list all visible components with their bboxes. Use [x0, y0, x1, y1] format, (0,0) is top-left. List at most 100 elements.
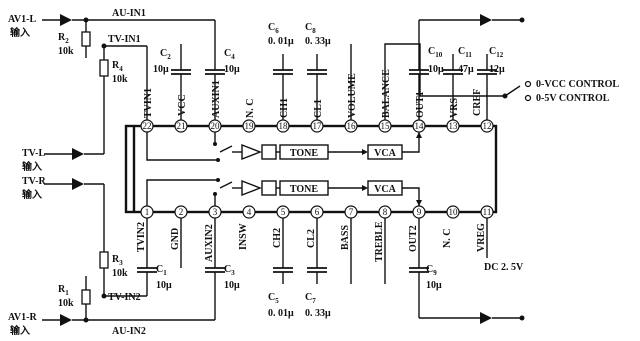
- av1-l-arrow: [60, 14, 72, 26]
- pin-21: [174, 119, 188, 133]
- buffer-2: [241, 179, 262, 197]
- tv-r-label: TV-R: [22, 176, 46, 187]
- vcc-control-label: 0-VCC CONTROL: [536, 79, 619, 90]
- tv-l-input-word: 输入: [22, 160, 42, 173]
- pin-6: [310, 205, 324, 219]
- pin-13: [446, 119, 460, 133]
- pin-4: [242, 205, 256, 219]
- c7-value: 0. 33μ: [305, 308, 331, 319]
- c8-value: 0. 33μ: [305, 36, 331, 47]
- dc-supply-label: DC 2. 5V: [484, 262, 524, 273]
- pin-num-12: 12: [483, 121, 492, 131]
- pin-num-1: 1: [145, 207, 150, 217]
- pin-17: [310, 119, 324, 133]
- pin-12: [480, 119, 494, 133]
- pin-label-ch1: CH1: [279, 98, 290, 118]
- pin-num-16: 16: [347, 121, 357, 131]
- pin-10: [446, 205, 460, 219]
- r4-value: 10k: [112, 74, 128, 85]
- pin-5: [276, 205, 290, 219]
- pin-label-ch2: CH2: [272, 228, 283, 248]
- tone-label-1: TONE: [290, 148, 318, 159]
- pin-label-tvin2: TVIN2: [136, 222, 147, 252]
- out2-arrow: [480, 312, 492, 324]
- pin-15: [378, 119, 392, 133]
- c11-name: C11: [458, 46, 472, 59]
- pin-label-vrs: VRS: [449, 98, 460, 118]
- pin-num-8: 8: [383, 207, 388, 217]
- pin-num-20: 20: [211, 121, 221, 131]
- pin-num-13: 13: [449, 121, 459, 131]
- pin-num-17: 17: [313, 121, 323, 131]
- pin-label-balance: BALANCE: [381, 69, 392, 118]
- resistor-r3: [99, 251, 109, 269]
- c10-name: C10: [428, 46, 443, 59]
- r2-value: 10k: [58, 46, 74, 57]
- tone-label-2: TONE: [290, 184, 318, 195]
- c10-value: 10μ: [428, 64, 444, 75]
- pin-19: [242, 119, 256, 133]
- c9-value: 10μ: [426, 280, 442, 291]
- c7-name: C7: [305, 292, 316, 305]
- c12-value: 12μ: [489, 64, 505, 75]
- pin-label-treble: TREBLE: [374, 221, 385, 262]
- tv-r-input-word: 输入: [22, 188, 42, 201]
- pin-num-19: 19: [245, 121, 255, 131]
- pin-num-22: 22: [143, 121, 152, 131]
- pin-label-tvin1: TVIN1: [143, 88, 154, 118]
- pin-num-10: 10: [449, 207, 459, 217]
- av1-r-arrow: [60, 314, 72, 326]
- pin-7: [344, 205, 358, 219]
- pin-label-cl1: CL1: [313, 99, 324, 118]
- av1-l-label: AV1-L: [8, 14, 36, 25]
- c3-value: 10μ: [224, 280, 240, 291]
- resistor-r2: [81, 31, 91, 47]
- pin-num-2: 2: [179, 207, 184, 217]
- pin-8: [378, 205, 392, 219]
- pin-num-6: 6: [315, 207, 320, 217]
- c6-name: C6: [268, 22, 279, 35]
- av1-l-input-word: 输入: [10, 26, 30, 39]
- pin-label-auxin2: AUXIN2: [204, 224, 215, 262]
- vca-label-1: VCA: [374, 148, 396, 159]
- pin-label-nc-top: N. C: [245, 99, 256, 118]
- buffer-2-box: [261, 180, 277, 196]
- pin-label-gnd: GND: [170, 228, 181, 250]
- pin-label-bass: BASS: [340, 225, 351, 250]
- pin-11: [480, 205, 494, 219]
- tv-in1-label: TV-IN1: [108, 34, 141, 45]
- c1-value: 10μ: [156, 280, 172, 291]
- pin-label-vcc: VCC: [177, 94, 188, 116]
- c5-value: 0. 01μ: [268, 308, 294, 319]
- c1-name: C1: [156, 264, 167, 277]
- c11-value: 47μ: [458, 64, 474, 75]
- tv-l-arrow: [72, 148, 84, 160]
- pin-num-15: 15: [381, 121, 391, 131]
- r3-name: R3: [112, 254, 123, 267]
- pin-16: [344, 119, 358, 133]
- pin-label-vreg: VREG: [476, 223, 487, 252]
- c4-name: C4: [224, 48, 235, 61]
- pin-label-cl2: CL2: [306, 229, 317, 248]
- pin-num-5: 5: [281, 207, 286, 217]
- pin-2: [174, 205, 188, 219]
- pin-18: [276, 119, 290, 133]
- c2-name: C2: [160, 48, 171, 61]
- buffer-1-box: [261, 144, 277, 160]
- pin-num-14: 14: [415, 121, 425, 131]
- av1-r-input-word: 输入: [10, 324, 30, 337]
- pin-num-9: 9: [417, 207, 422, 217]
- au-in1-label: AU-IN1: [112, 8, 146, 19]
- vca-label-2: VCA: [374, 184, 396, 195]
- pin-num-18: 18: [279, 121, 289, 131]
- pin-label-out1: OUT1: [415, 91, 426, 118]
- pin-num-4: 4: [247, 207, 252, 217]
- r4-name: R4: [112, 60, 123, 73]
- tv-r-arrow: [72, 178, 84, 190]
- pin-label-out2: OUT2: [408, 225, 419, 252]
- out1-arrow: [480, 14, 492, 26]
- c2-value: 10μ: [153, 64, 169, 75]
- pin-label-insw: INSW: [238, 223, 249, 250]
- pin-label-volume: VOLUME: [347, 73, 358, 118]
- resistor-r4: [99, 59, 109, 77]
